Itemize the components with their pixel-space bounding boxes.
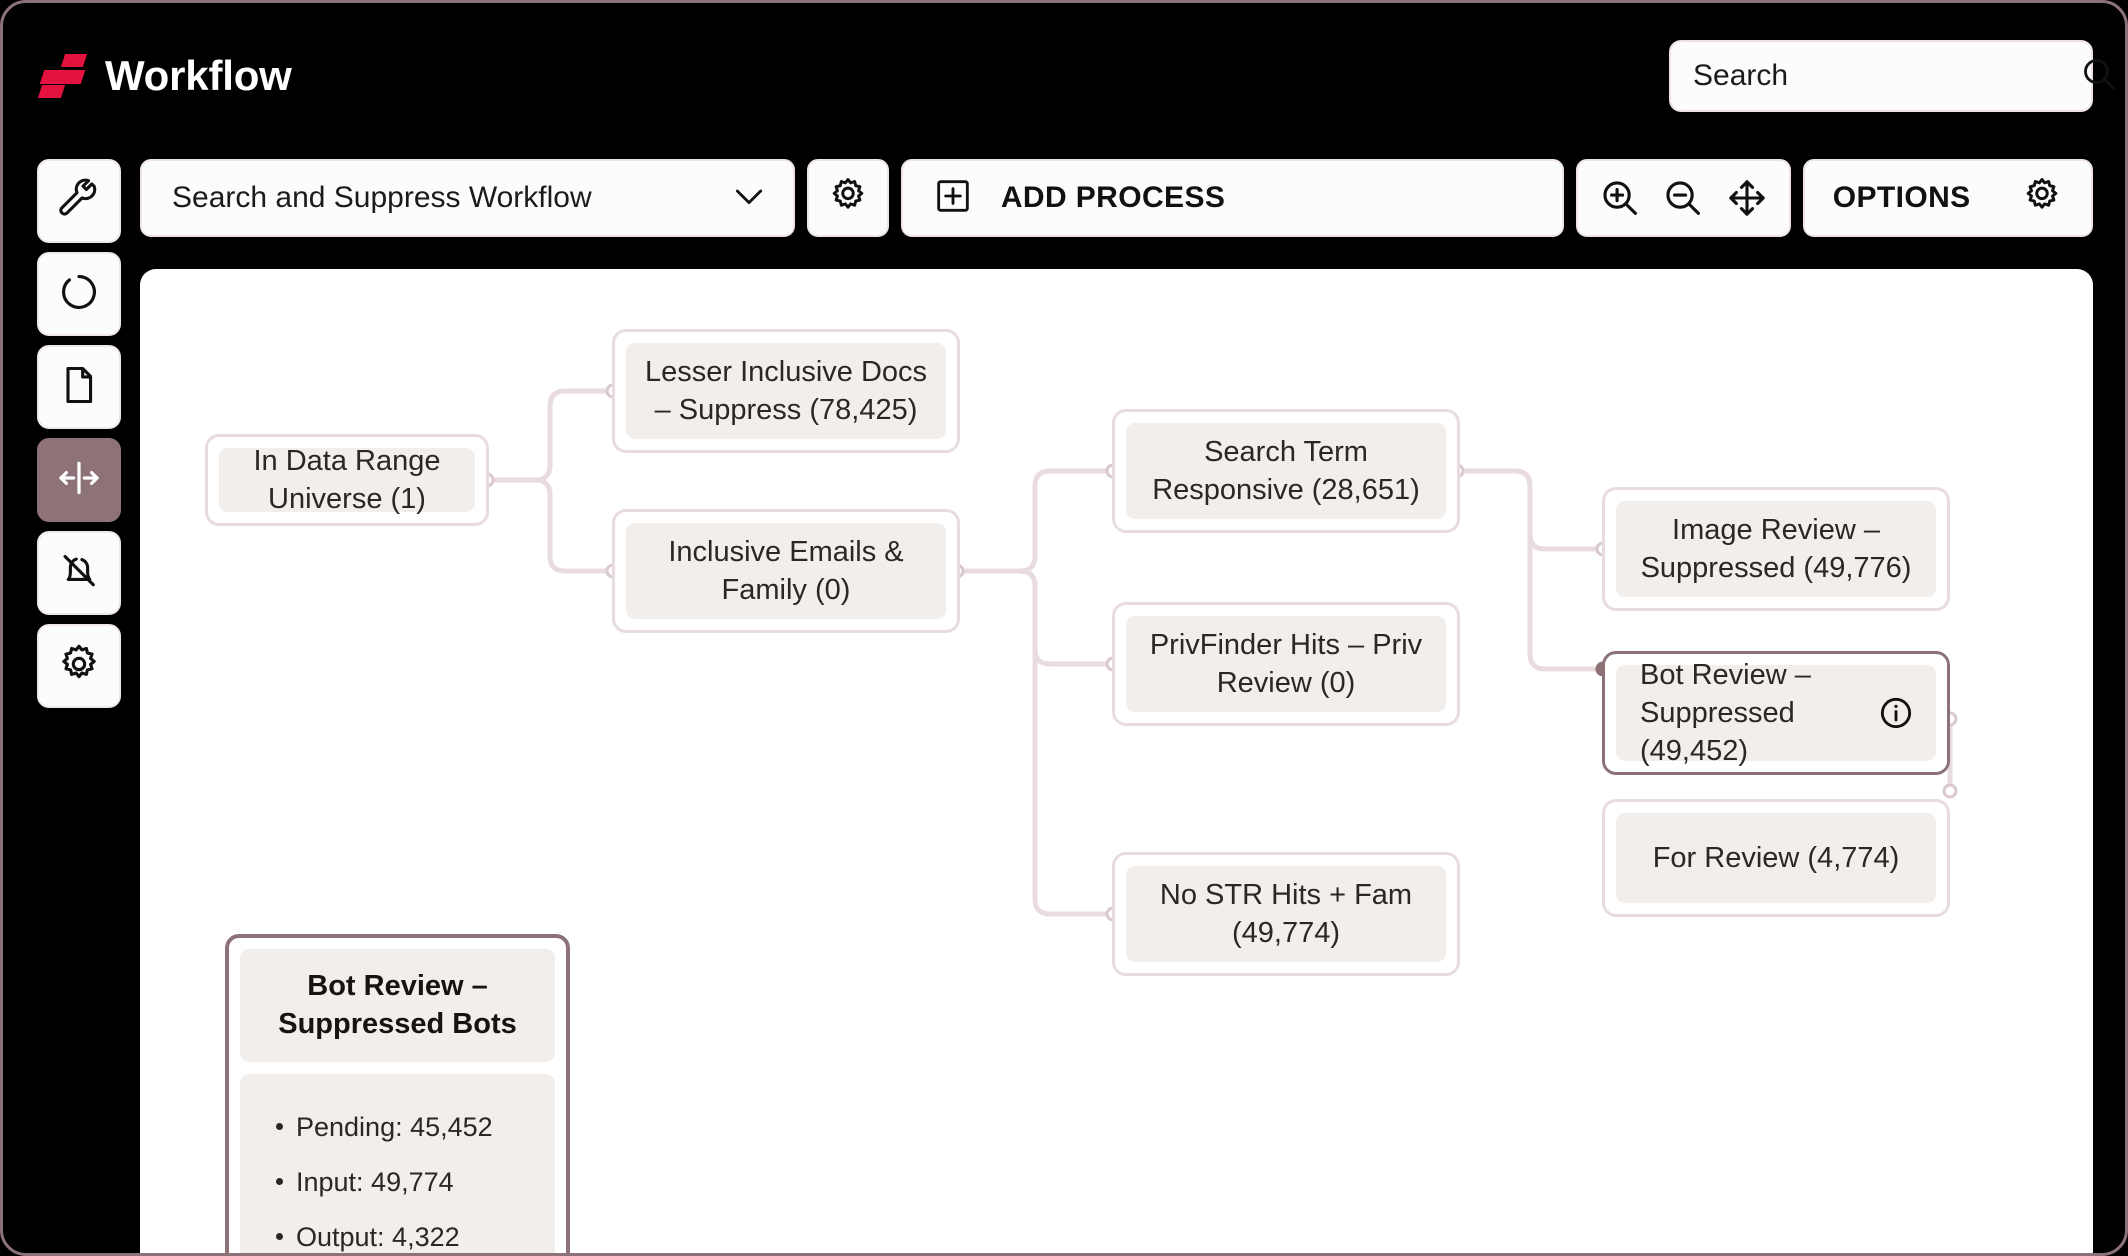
node-body: No STR Hits + Fam (49,774) [1126,866,1446,962]
node-body: Inclusive Emails & Family (0) [626,523,946,619]
node-body: Search Term Responsive (28,651) [1126,423,1446,519]
loading-circle-icon [57,270,101,319]
brand: Workflow [37,52,292,100]
search-box[interactable] [1669,40,2115,112]
chevron-down-icon[interactable] [729,176,769,221]
node-label: Search Term Responsive (28,651) [1152,435,1420,506]
bell-off-icon [57,549,101,598]
app-header: Workflow [3,3,2125,149]
wrench-icon [57,177,101,226]
move-arrows-icon[interactable] [1725,176,1769,220]
page-title: Workflow [105,52,292,99]
node-label: In Data Range Universe (1) [253,444,441,515]
detail-card-header: Bot Review – Suppressed Bots [240,949,555,1063]
node-privfinder-hits[interactable]: PrivFinder Hits – Priv Review (0) [1112,602,1460,726]
info-icon[interactable] [1878,695,1914,731]
workflow-settings-button[interactable] [807,159,889,237]
zoom-controls [1576,159,1791,237]
search-icon[interactable] [2079,54,2119,99]
sidebar-item-settings[interactable] [37,624,121,708]
sidebar-item-documents[interactable] [37,345,121,429]
node-body: In Data Range Universe (1) [219,445,475,515]
node-label: Inclusive Emails & Family (0) [668,535,904,606]
workflow-canvas[interactable]: In Data Range Universe (1) Lesser Inclus… [140,269,2093,1253]
plus-square-icon [933,176,973,221]
list-item: Output: 4,322 [274,1210,533,1253]
workflow-logo-icon [37,54,88,98]
node-body: PrivFinder Hits – Priv Review (0) [1126,616,1446,712]
gear-icon[interactable] [2021,175,2063,222]
zoom-in-icon[interactable] [1598,176,1642,220]
node-body: For Review (4,774) [1616,813,1936,903]
node-for-review[interactable]: For Review (4,774) [1602,799,1950,917]
node-body: Lesser Inclusive Docs – Suppress (78,425… [626,343,946,439]
gear-icon[interactable] [827,175,869,222]
node-no-str-hits-fam[interactable]: No STR Hits + Fam (49,774) [1112,852,1460,976]
node-label: For Review (4,774) [1652,841,1900,874]
node-label: Bot Review – Suppressed (49,452) [1640,658,1811,768]
node-bot-review-suppressed[interactable]: Bot Review – Suppressed (49,452) [1602,651,1950,775]
sidebar [37,159,121,708]
sidebar-item-notifications[interactable] [37,531,121,615]
node-label: Lesser Inclusive Docs – Suppress (78,425… [644,355,928,426]
sidebar-item-split-view[interactable] [37,438,121,522]
node-image-review-suppressed[interactable]: Image Review – Suppressed (49,776) [1602,487,1950,611]
node-inclusive-emails-family[interactable]: Inclusive Emails & Family (0) [612,509,960,633]
gear-icon [57,642,101,691]
node-body: Image Review – Suppressed (49,776) [1616,501,1936,597]
node-body: Bot Review – Suppressed (49,452) [1616,659,1936,767]
split-horizontal-icon [56,455,102,506]
workflow-select[interactable]: Search and Suppress Workflow [140,159,796,237]
node-detail-card[interactable]: Bot Review – Suppressed Bots Pending: 45… [225,934,570,1253]
detail-card-stats: Pending: 45,452 Input: 49,774 Output: 4,… [240,1074,555,1253]
sidebar-item-tools[interactable] [37,159,121,243]
list-item: Pending: 45,452 [274,1100,533,1155]
add-process-button[interactable]: ADD PROCESS [900,159,1565,237]
zoom-out-icon[interactable] [1661,176,1705,220]
toolbar: Search and Suppress Workflow ADD PROCESS [140,159,2093,237]
add-process-label: ADD PROCESS [1000,181,1226,214]
document-icon [57,363,101,412]
options-button[interactable]: OPTIONS [1802,159,2093,237]
options-label: OPTIONS [1832,181,1971,214]
node-search-term-responsive[interactable]: Search Term Responsive (28,651) [1112,409,1460,533]
search-input[interactable] [1693,59,2079,93]
workflow-select-label: Search and Suppress Workflow [172,181,592,214]
node-label: No STR Hits + Fam (49,774) [1159,878,1413,949]
node-label: Image Review – Suppressed (49,776) [1640,513,1912,584]
node-label: PrivFinder Hits – Priv Review (0) [1149,628,1423,699]
node-in-data-range-universe[interactable]: In Data Range Universe (1) [205,434,489,526]
node-lesser-inclusive-docs[interactable]: Lesser Inclusive Docs – Suppress (78,425… [612,329,960,453]
detail-card-title: Bot Review – Suppressed Bots [278,970,517,1040]
sidebar-item-processing[interactable] [37,252,121,336]
list-item: Input: 49,774 [274,1155,533,1210]
